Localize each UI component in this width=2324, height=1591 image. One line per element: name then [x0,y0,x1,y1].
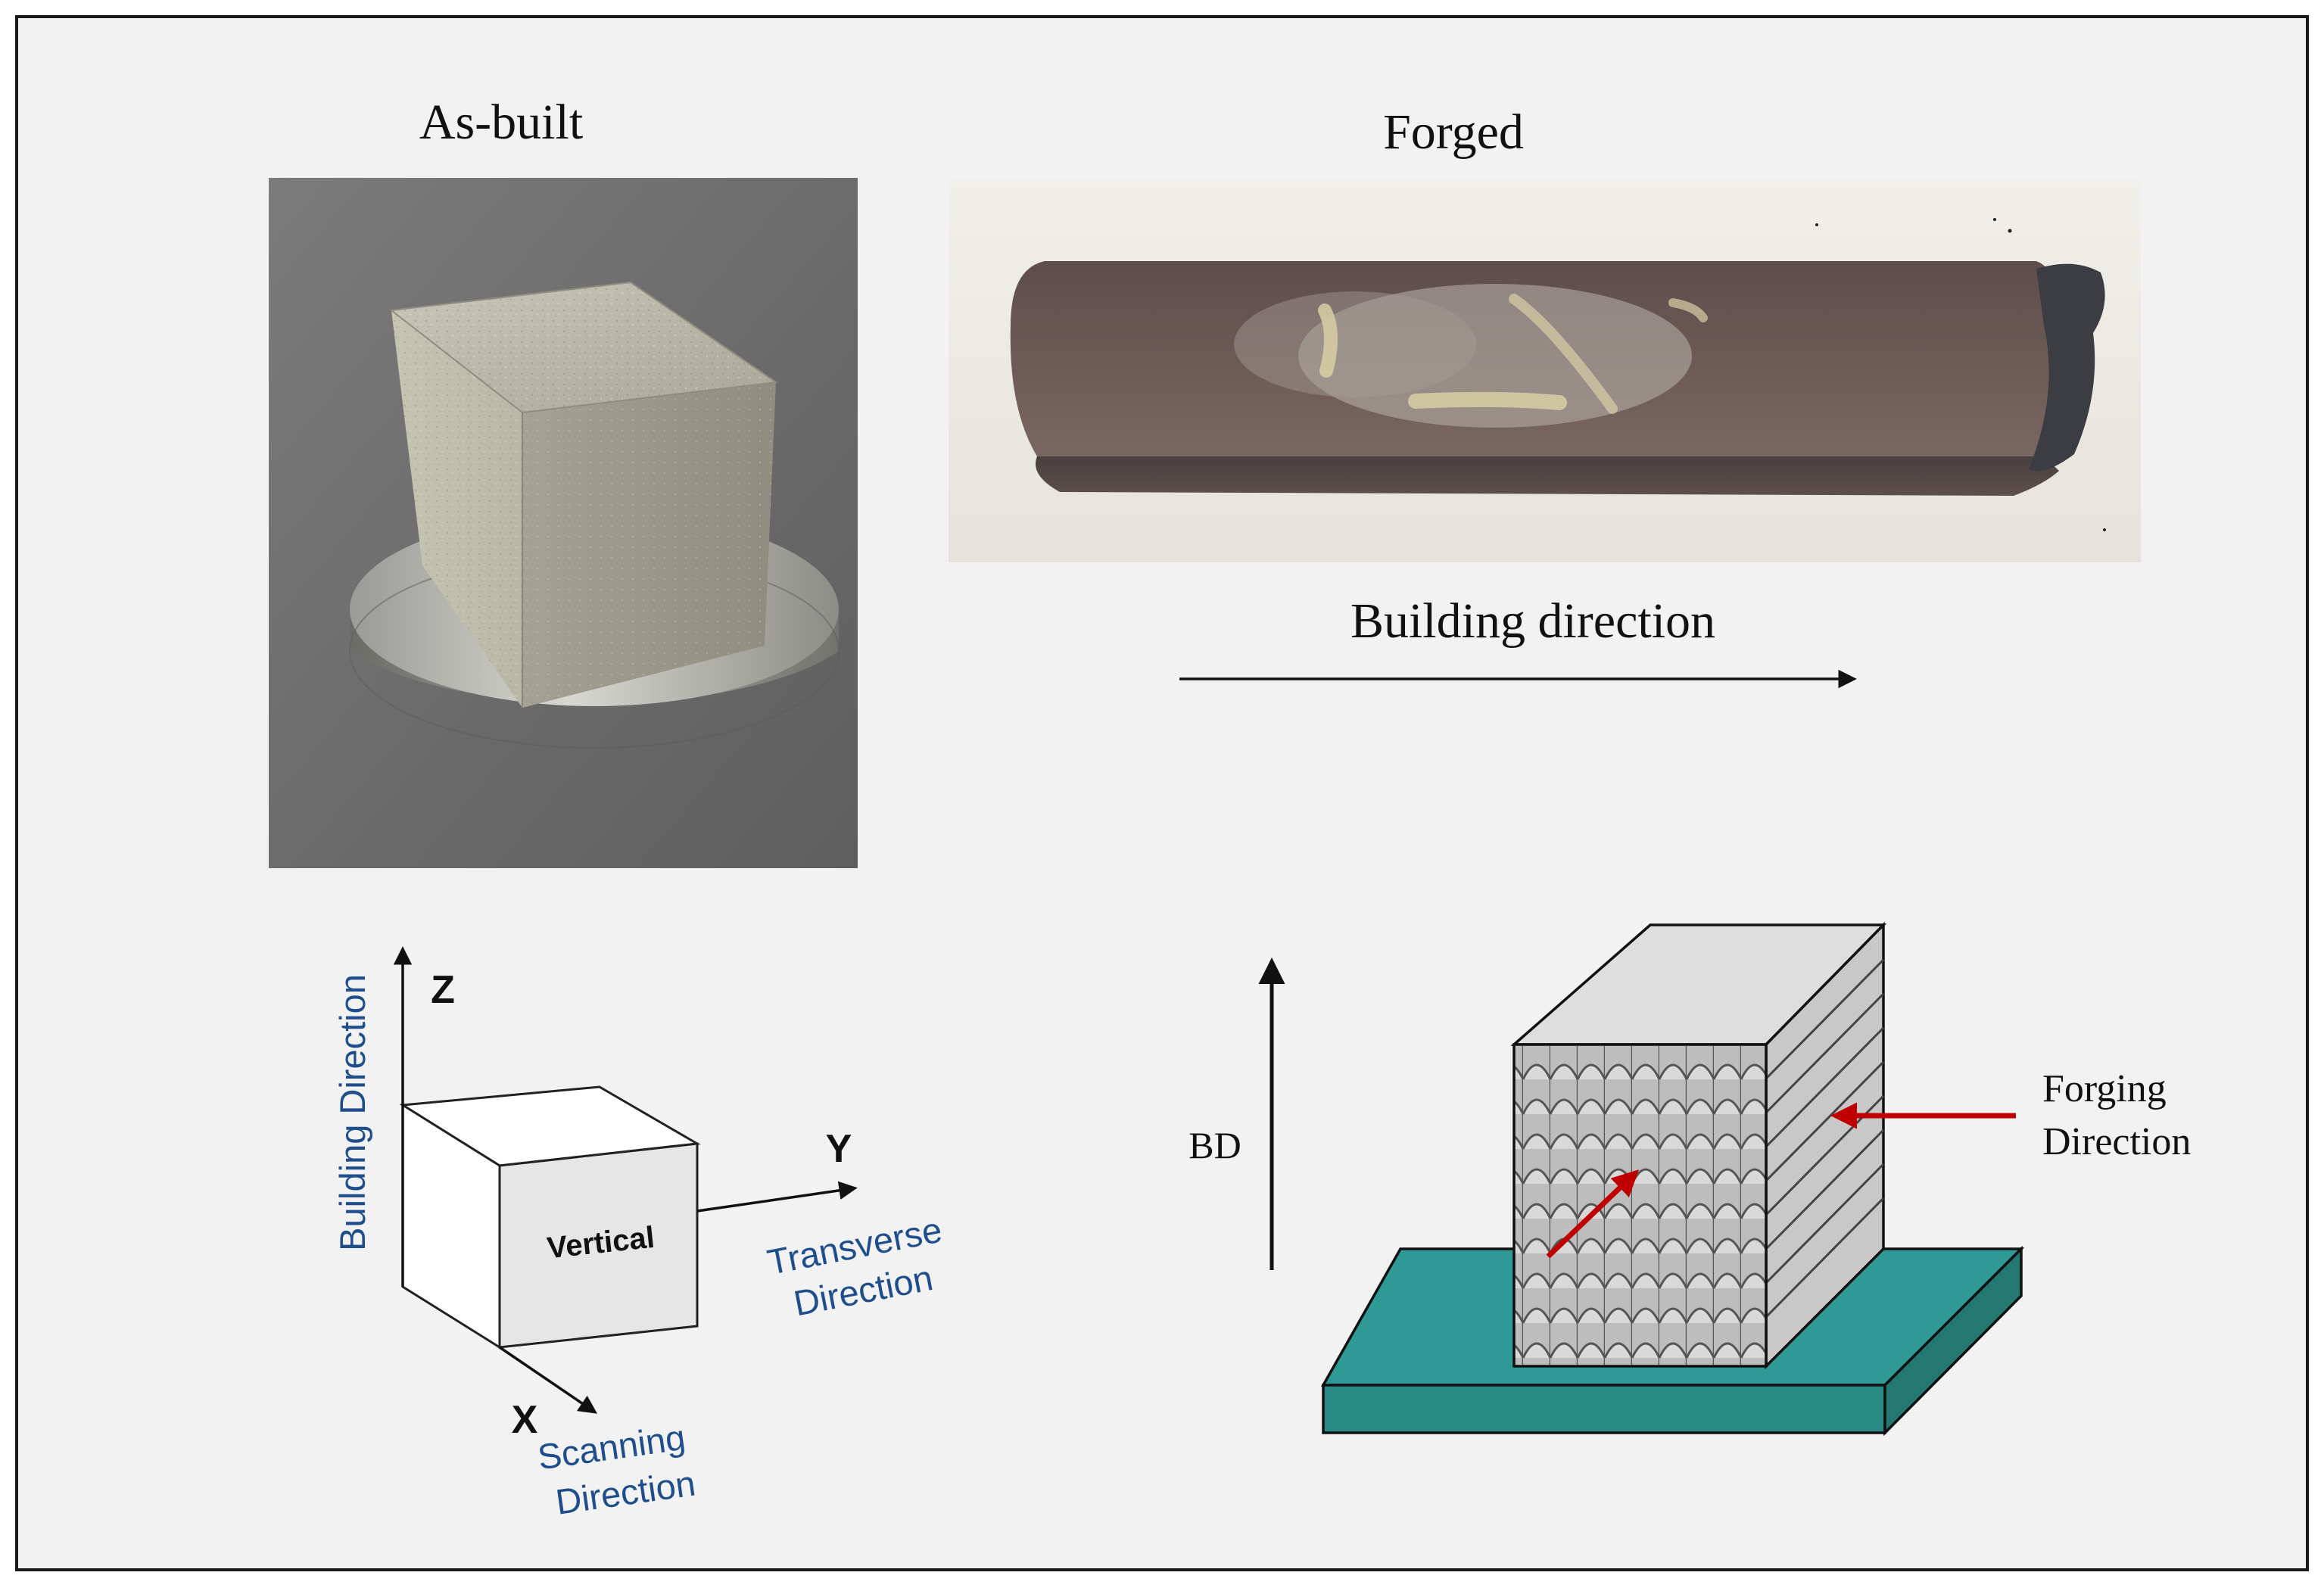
cube-front-face [498,1142,699,1349]
x-axis-label: X [512,1398,538,1442]
forging-diagram [1258,921,2025,1437]
building-direction-label: Building direction [1350,593,1715,649]
y-axis-label: Y [826,1127,852,1171]
as-built-photo [269,178,858,868]
y-axis [696,1181,858,1213]
forged-title: Forged [1383,104,1524,160]
build-plate-side [1883,1245,2023,1437]
axes-diagram [393,946,858,1414]
z-axis-label: Z [431,968,455,1012]
forging-direction-label-line1: Forging [2042,1067,2167,1110]
x-axis [499,1346,598,1414]
build-plate-front [1322,1384,1886,1434]
building-direction-caption: Building Direction [332,974,372,1251]
as-built-title: As-built [419,95,583,150]
forged-photo [949,180,2141,562]
scan-direction-red-arrow [1546,1169,1640,1259]
forging-direction-label-line2: Direction [2042,1120,2191,1163]
block-front-face [1514,1045,1766,1366]
bd-label: BD [1188,1124,1241,1166]
